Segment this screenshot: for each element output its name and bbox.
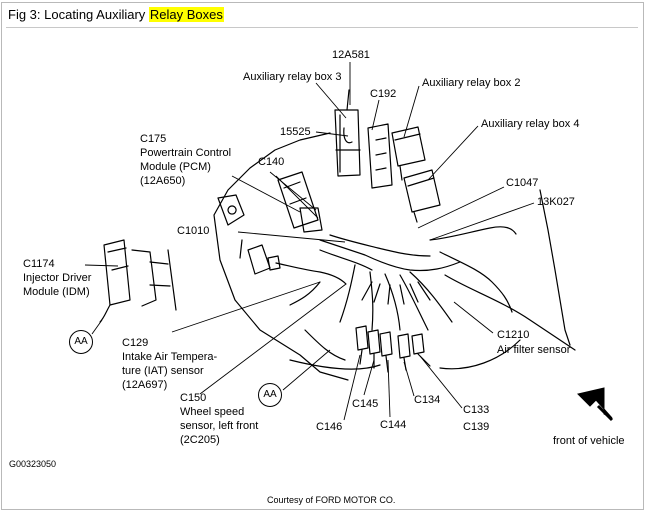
label-c192: C192 [370, 88, 397, 100]
figure-title: Fig 3: Locating Auxiliary Relay Boxes [8, 7, 224, 22]
label-c139: C139 [463, 421, 490, 433]
label-c1047: C1047 [506, 177, 539, 189]
label-aux-relay-box-3: Auxiliary relay box 3 [243, 71, 342, 83]
label-c134: C134 [414, 394, 441, 406]
harness-lower [339, 264, 453, 331]
fender-bracket [217, 194, 245, 226]
leader-aux3 [315, 82, 347, 119]
leader-c175 [231, 175, 301, 213]
harness-right [429, 226, 576, 351]
leader-c129 [171, 281, 321, 333]
label-15525: 15525 [280, 126, 311, 138]
label-c146: C146 [316, 421, 343, 433]
label-c140: C140 [258, 156, 285, 168]
callout-aa-center: AA [258, 383, 282, 407]
leader-c145 [363, 359, 375, 396]
leader-15525 [315, 131, 349, 137]
label-aux-relay-box-2: Auxiliary relay box 2 [422, 77, 521, 89]
figure-frame [1, 2, 644, 510]
leader-c150 [199, 283, 347, 395]
label-aux-relay-box-4: Auxiliary relay box 4 [481, 118, 580, 130]
leader-13k027 [429, 202, 535, 241]
leader-aux2 [403, 85, 420, 138]
idm-harness [99, 304, 111, 323]
label-c1010: C1010 [177, 225, 210, 237]
courtesy-credit: Courtesy of FORD MOTOR CO. [267, 495, 396, 505]
label-c144: C144 [380, 419, 407, 431]
connector-c145 [367, 329, 381, 369]
title-prefix: Fig 3: Locating Auxiliary [8, 7, 149, 22]
idm-bracket [131, 249, 177, 311]
label-c150-wheel-speed: C150 Wheel speed sensor, left front (2C2… [180, 392, 259, 446]
leader-aux4 [427, 125, 479, 181]
harness-main [319, 234, 461, 272]
leader-c134 [403, 361, 415, 397]
label-13k027: 13K027 [537, 196, 575, 208]
pcm-module [277, 171, 319, 229]
connector-fan [361, 281, 431, 305]
figure-id: G00323050 [9, 459, 57, 469]
label-c145: C145 [352, 398, 379, 410]
title-divider [6, 27, 638, 28]
leader-c1174 [84, 264, 119, 267]
harness-left [275, 262, 347, 306]
leader-c140 [269, 171, 317, 211]
center-bracket [367, 123, 393, 189]
label-c133: C133 [463, 404, 490, 416]
leader-aa-left [91, 319, 103, 335]
leader-c1047 [417, 186, 505, 229]
label-c129-iat: C129 Intake Air Tempera- ture (IAT) sens… [122, 337, 218, 391]
connector-c133 [411, 333, 431, 367]
label-c1174-idm: C1174 Injector Driver Module (IDM) [23, 258, 92, 298]
pcm-connector-c175 [299, 207, 323, 233]
relay-box-3-connector [343, 89, 353, 144]
leader-c1210 [453, 301, 494, 334]
label-front-of-vehicle: front of vehicle [553, 435, 625, 447]
title-highlight: Relay Boxes [148, 7, 224, 22]
label-12a581: 12A581 [332, 49, 370, 61]
inner-panel [239, 239, 271, 275]
relay-box-4 [403, 169, 441, 223]
relay-box-2 [391, 126, 426, 181]
front-direction-arrow-icon [577, 387, 614, 422]
connector-c134 [397, 333, 411, 371]
connector-c146 [355, 325, 369, 365]
lower-wire-loop [289, 329, 521, 370]
relay-box-3 [334, 109, 361, 177]
label-c1210-air-filter: C1210 Air filter sensor [497, 329, 571, 356]
idm-module [103, 239, 131, 306]
leader-c1010 [237, 231, 346, 243]
leader-c146 [343, 354, 361, 421]
leader-c144 [387, 359, 391, 418]
leader-aa-center [282, 349, 331, 391]
connector-c144 [379, 331, 393, 373]
leader-c140b [275, 175, 319, 219]
body-panel-outline [213, 132, 571, 381]
connector-plug-left [267, 255, 281, 271]
leader-c192 [371, 99, 380, 131]
label-c175-pcm: C175 Powertrain Control Module (PCM) (12… [140, 133, 232, 187]
leader-c133 [419, 355, 463, 409]
callout-aa-left: AA [69, 330, 93, 354]
